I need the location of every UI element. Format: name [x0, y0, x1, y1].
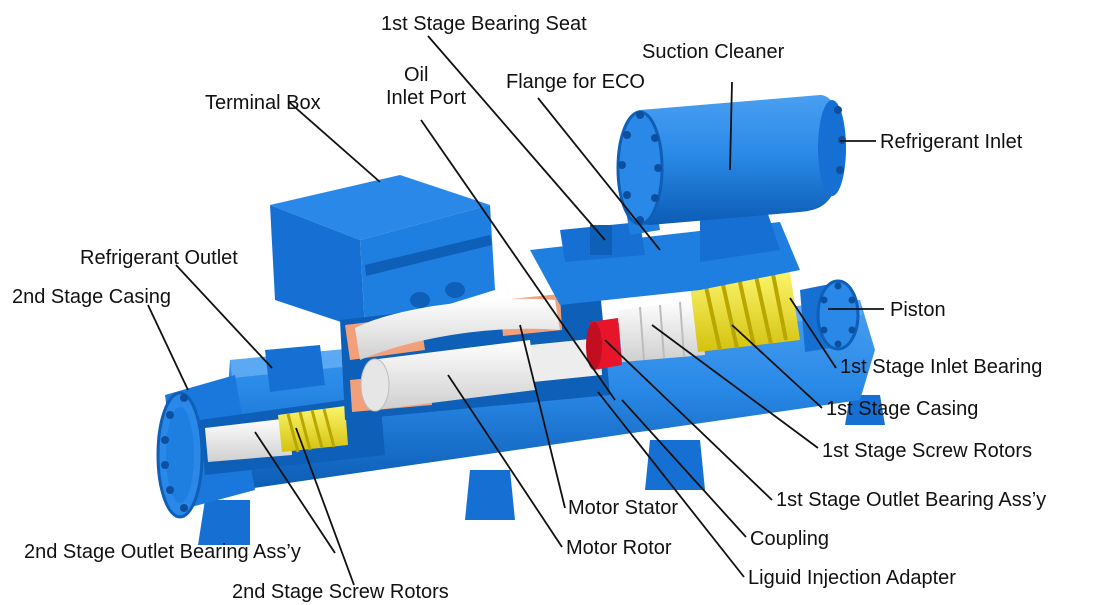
leader-first-stage-bearing-seat [427, 35, 606, 241]
label-suction-cleaner: Suction Cleaner [642, 41, 785, 63]
label-first-stage-screw-rotors: 1st Stage Screw Rotors [822, 440, 1033, 462]
label-second-stage-outlet-bearing: 2nd Stage Outlet Bearing Ass’y [24, 541, 301, 563]
label-flange-for-eco: Flange for ECO [506, 71, 645, 93]
leader-second-stage-casing [147, 304, 189, 391]
leader-first-stage-outlet-bearing [604, 339, 773, 501]
support-feet [198, 395, 885, 545]
label-motor-rotor: Motor Rotor [566, 537, 672, 559]
leader-first-stage-inlet-bearing [789, 297, 837, 369]
label-coupling: Coupling [750, 528, 829, 550]
label-terminal-box: Terminal Box [205, 92, 321, 114]
label-refrigerant-inlet: Refrigerant Inlet [880, 131, 1023, 153]
leader-flange-for-eco [537, 97, 661, 251]
label-first-stage-inlet-bearing: 1st Stage Inlet Bearing [840, 356, 1043, 378]
label-liquid-injection-adapter: Liguid Injection Adapter [748, 567, 956, 589]
label-second-stage-casing: 2nd Stage Casing [12, 286, 172, 308]
leader-second-stage-outlet-bearing [254, 431, 336, 554]
label-first-stage-casing: 1st Stage Casing [826, 398, 979, 420]
motor-cutaway [340, 290, 610, 420]
label-first-stage-bearing-seat: 1st Stage Bearing Seat [381, 13, 587, 35]
leader-second-stage-screw-rotors [295, 427, 355, 586]
leader-coupling [621, 399, 747, 538]
leader-lines [147, 35, 884, 586]
suction-cleaner-shape [616, 95, 846, 262]
label-inlet-port: Inlet Port [386, 87, 467, 109]
second-stage-casing [156, 375, 385, 519]
leader-first-stage-casing [731, 324, 823, 409]
coupling-shape [586, 318, 622, 370]
label-motor-stator: Motor Stator [568, 497, 679, 519]
leader-motor-stator [519, 324, 566, 509]
leader-first-stage-screw-rotors [651, 324, 819, 449]
leader-oil-inlet-port [420, 119, 616, 401]
leader-motor-rotor [447, 374, 563, 548]
label-piston: Piston [890, 299, 946, 321]
label-second-stage-screw-rotors: 2nd Stage Screw Rotors [232, 581, 449, 603]
leader-terminal-box [288, 101, 381, 183]
leader-liquid-injection-adapter [597, 391, 745, 578]
leader-suction-cleaner [729, 81, 733, 171]
label-oil: Oil [404, 64, 429, 86]
leader-refrigerant-outlet [175, 264, 273, 369]
terminal-box-shape [270, 175, 495, 330]
refrigerant-outlet-block [265, 345, 325, 392]
label-first-stage-outlet-bearing: 1st Stage Outlet Bearing Ass’y [776, 489, 1047, 511]
piston-endcap [800, 279, 860, 352]
first-stage-rotors [618, 272, 800, 362]
label-refrigerant-outlet: Refrigerant Outlet [80, 247, 238, 269]
